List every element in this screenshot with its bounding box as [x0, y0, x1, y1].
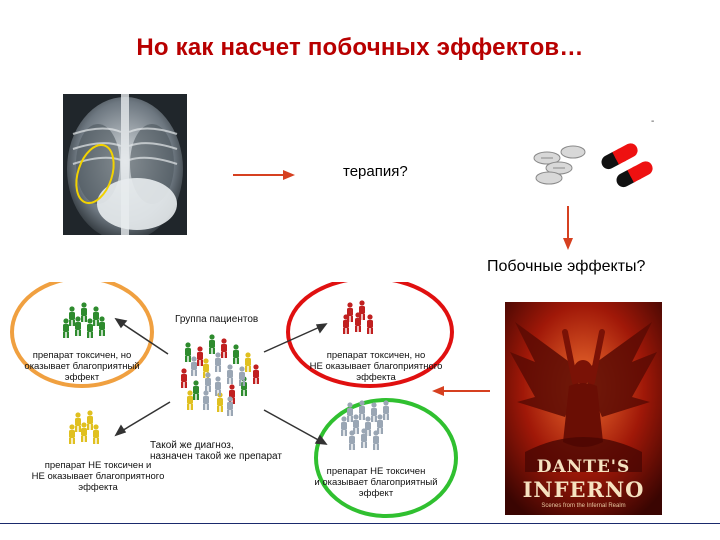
ellipse-toxic-beneficial [10, 282, 154, 388]
arrow-down-to-side-effects [563, 206, 573, 250]
arrow-from-poster [432, 386, 490, 396]
group-toxic-not-beneficial [343, 300, 373, 334]
pills-image [533, 143, 653, 188]
corner-mark: - [651, 116, 655, 127]
ellipse-not-toxic-beneficial [314, 398, 458, 518]
group-not-toxic-not-beneficial [69, 410, 99, 444]
arrow-to-therapy [233, 170, 295, 180]
poster-title-line2: INFERNO [522, 477, 645, 502]
dantes-inferno-poster: DANTE'S INFERNO Scenes from the Infernal… [505, 302, 662, 515]
group-label: Группа пациентов [175, 314, 259, 325]
therapy-question: терапия? [343, 163, 408, 180]
poster-subtitle: Scenes from the Infernal Realm [541, 503, 626, 509]
ellipse-toxic-not-beneficial [286, 282, 454, 388]
side-effects-question: Побочные эффекты? [487, 258, 646, 275]
bottom-divider [0, 523, 720, 524]
slide-title: Но как насчет побочных эффектов… [136, 34, 584, 61]
chest-xray-image [63, 94, 187, 235]
group-toxic-beneficial [63, 302, 105, 338]
patient-group-people [181, 334, 259, 416]
label-same-diagnosis: Такой же диагноз,назначен такой же препа… [150, 440, 282, 462]
poster-title-line1: DANTE'S [536, 457, 631, 477]
